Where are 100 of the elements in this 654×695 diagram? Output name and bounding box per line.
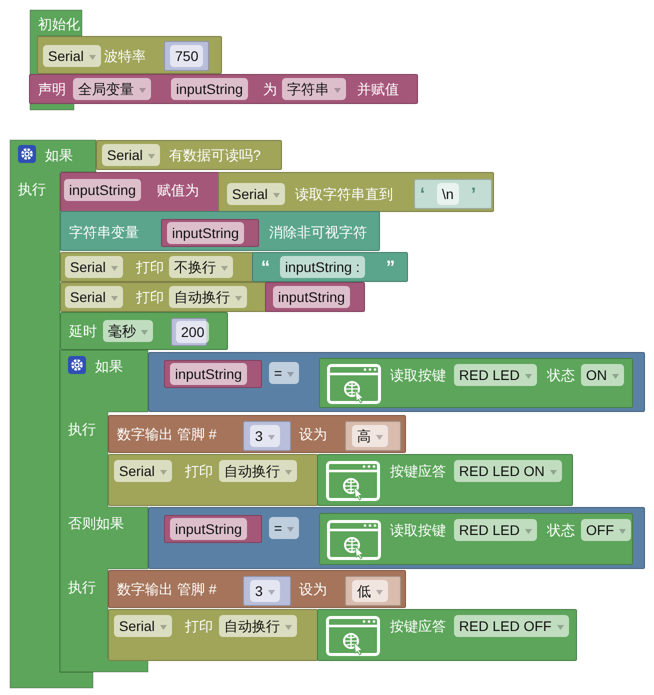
dropdown: Serial <box>227 183 285 205</box>
dropdown: Serial <box>114 615 172 637</box>
block-label: 打印 <box>136 288 164 307</box>
code-block <box>108 609 318 661</box>
text-field: inputString <box>171 78 248 100</box>
dropdown: 3 <box>250 580 280 602</box>
value-block <box>317 454 573 506</box>
block-label: 设为 <box>299 580 327 599</box>
block-label: 执行 <box>68 420 96 439</box>
value-block <box>319 513 633 565</box>
text-field: inputString <box>170 363 247 385</box>
dropdown: = <box>269 362 300 384</box>
block-label: 为 <box>263 80 277 99</box>
dropdown: Serial <box>65 256 123 278</box>
dropdown: = <box>269 517 300 539</box>
block-label: 执行 <box>68 578 96 597</box>
code-block <box>108 570 406 608</box>
block-label: 如果 <box>95 357 123 376</box>
quote-mark: ‘ <box>420 183 426 205</box>
quote-mark: ’ <box>471 183 476 205</box>
block-label: 初始化 <box>38 15 80 34</box>
value-block <box>161 219 259 247</box>
dropdown: 自动换行 <box>219 615 297 637</box>
dropdown: Serial <box>43 45 101 67</box>
block-label: 延时 <box>69 322 97 341</box>
block-label: 读取字符串直到 <box>295 185 393 204</box>
code-block <box>60 282 268 312</box>
dropdown: 自动换行 <box>219 460 297 482</box>
value-block <box>345 576 401 606</box>
block-label: 状态 <box>547 366 575 385</box>
dropdown: ON <box>581 364 624 386</box>
code-block <box>148 352 645 412</box>
dropdown: 高 <box>352 425 388 447</box>
code-block <box>60 172 220 212</box>
quote-mark: ” <box>386 256 395 278</box>
block-label: 有数据可读吗? <box>169 146 261 165</box>
block-label: 读取按键 <box>390 366 446 385</box>
value-block <box>265 282 365 312</box>
dropdown: 毫秒 <box>103 320 153 342</box>
text-field: inputString <box>170 518 247 540</box>
dropdown: OFF <box>581 519 631 541</box>
dropdown: RED LED ON <box>454 460 562 482</box>
text-field: inputString <box>273 286 350 308</box>
block-label: 赋值为 <box>157 181 199 200</box>
block-label: 数字输出 管脚 # <box>117 580 217 599</box>
dropdown: 不换行 <box>169 256 233 278</box>
block-label: 打印 <box>185 617 213 636</box>
code-block <box>108 415 406 453</box>
code-block <box>96 140 282 170</box>
value-block <box>243 576 291 606</box>
dropdown: Serial <box>65 286 123 308</box>
block-label: 否则如果 <box>68 514 124 533</box>
dropdown: 字符串 <box>282 78 346 100</box>
code-block <box>37 36 222 74</box>
value-block <box>317 609 577 661</box>
dropdown: RED LED OFF <box>454 615 569 637</box>
value-block <box>414 179 492 209</box>
code-block <box>218 172 494 212</box>
value-block <box>345 421 401 451</box>
value-block <box>164 41 209 71</box>
value-block <box>164 515 262 543</box>
code-block <box>60 312 228 350</box>
block-label: 并赋值 <box>357 80 399 99</box>
dropdown: Serial <box>102 144 160 166</box>
dropdown: 低 <box>352 580 388 602</box>
code-block <box>148 507 645 569</box>
code-block <box>29 74 418 104</box>
block-label: 打印 <box>185 462 213 481</box>
text-field: inputString <box>167 222 244 244</box>
block-label: 声明 <box>38 80 66 99</box>
block-label: 执行 <box>18 180 46 199</box>
text-field: 750 <box>170 45 204 67</box>
dropdown: 3 <box>250 425 280 447</box>
block-label: 消除非可视字符 <box>269 223 367 242</box>
block-label: 设为 <box>299 425 327 444</box>
dropdown: 自动换行 <box>169 286 247 308</box>
block-label: 读取按键 <box>390 521 446 540</box>
block-label: 按键应答 <box>390 617 446 636</box>
value-block <box>171 318 207 346</box>
block-label: 状态 <box>547 521 575 540</box>
block-label: 数字输出 管脚 # <box>117 425 217 444</box>
dropdown: RED LED <box>454 519 537 541</box>
text-field: inputString : <box>280 256 365 278</box>
code-block <box>108 454 318 506</box>
dropdown: RED LED <box>454 364 537 386</box>
block-label: 字符串变量 <box>69 223 139 242</box>
value-block <box>319 358 633 408</box>
text-field: \n <box>437 183 459 205</box>
block-label: 如果 <box>45 146 73 165</box>
value-block <box>243 421 291 451</box>
text-field: 200 <box>176 321 210 343</box>
code-block <box>60 252 255 282</box>
text-field: inputString <box>64 179 141 201</box>
block-label: 按键应答 <box>390 462 446 481</box>
quote-mark: “ <box>261 256 270 278</box>
dropdown: 全局变量 <box>73 78 151 100</box>
block-label: 打印 <box>136 258 164 277</box>
value-block <box>164 360 262 388</box>
value-block <box>252 252 408 282</box>
code-block <box>60 211 380 251</box>
